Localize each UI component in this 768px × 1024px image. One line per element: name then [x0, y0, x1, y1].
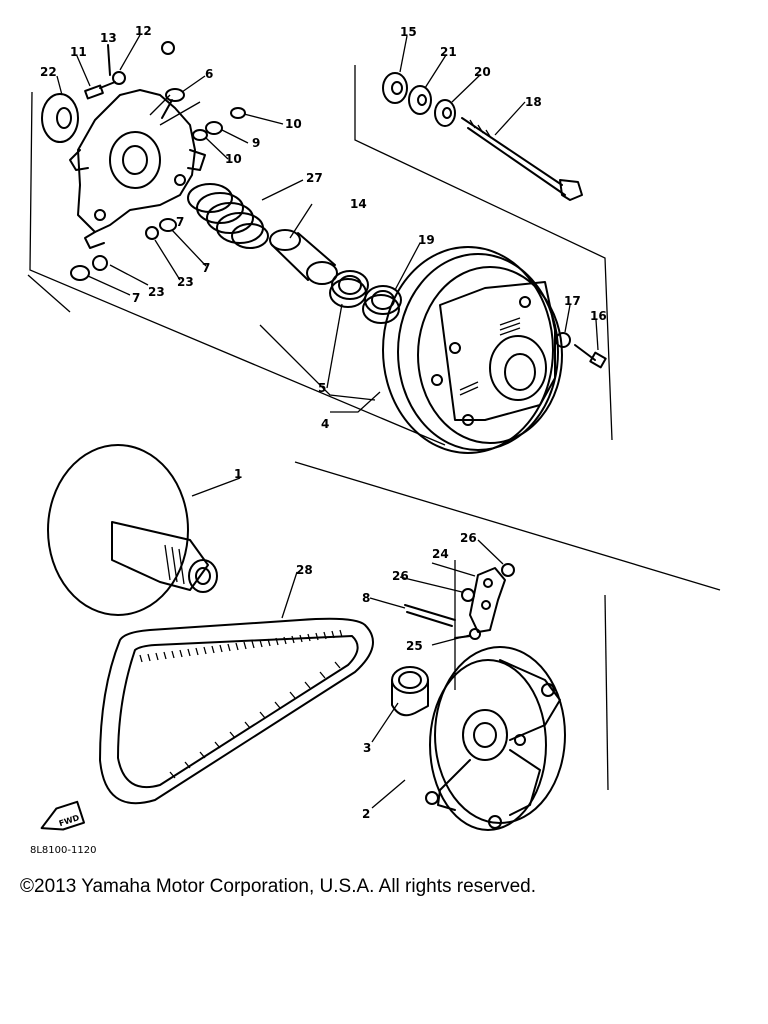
part-bushing-3 — [391, 666, 429, 717]
callout-12: 12 — [135, 24, 152, 38]
callout-23a: 23 — [177, 275, 194, 289]
callout-8: 8 — [362, 591, 370, 605]
forward-arrow-icon: FWD — [40, 800, 86, 831]
part-roller-23-7 — [70, 218, 177, 296]
callout-9: 9 — [252, 136, 260, 150]
callout-3: 3 — [363, 741, 371, 755]
callout-6: 6 — [205, 67, 213, 81]
part-bushing-19 — [362, 285, 402, 324]
assembly-boundary-lines — [27, 65, 721, 791]
forward-arrow-label: FWD — [58, 813, 81, 828]
callout-13: 13 — [100, 31, 117, 45]
callout-5: 5 — [318, 381, 326, 395]
callout-28: 28 — [296, 563, 313, 577]
part-bushing-5 — [329, 270, 369, 308]
part-pin-8 — [404, 604, 456, 627]
callout-24: 24 — [432, 547, 449, 561]
callout-18: 18 — [525, 95, 542, 109]
callout-10a: 10 — [285, 117, 302, 131]
callout-22: 22 — [40, 65, 57, 79]
part-bolt-18 — [461, 117, 583, 201]
callout-16: 16 — [590, 309, 607, 323]
callout-21: 21 — [440, 45, 457, 59]
part-nut-17 — [555, 332, 571, 348]
part-belt-28 — [99, 617, 374, 805]
callout-1: 1 — [234, 467, 242, 481]
callout-25: 25 — [406, 639, 423, 653]
part-bushing-10-9 — [192, 107, 246, 141]
callout-26a: 26 — [392, 569, 409, 583]
callout-15: 15 — [400, 25, 417, 39]
callout-14: 14 — [350, 197, 367, 211]
part-washer-20 — [434, 99, 456, 127]
callout-23b: 23 — [148, 285, 165, 299]
callout-26b: 26 — [460, 531, 477, 545]
part-bolt-6 — [161, 88, 185, 119]
callout-17: 17 — [564, 294, 581, 308]
exploded-parts-diagram: 1 2 3 4 5 6 7 7 7 8 9 10 10 11 12 13 14 … — [27, 24, 721, 856]
part-washer-15 — [382, 72, 408, 104]
callout-27: 27 — [306, 171, 323, 185]
part-washer-22 — [41, 93, 79, 143]
callout-10b: 10 — [225, 152, 242, 166]
part-bolt-16 — [574, 344, 607, 369]
part-sleeve-14 — [269, 229, 338, 285]
part-weight-24 — [469, 567, 506, 633]
callout-7a: 7 — [202, 261, 210, 275]
callout-7b: 7 — [132, 291, 140, 305]
callout-4: 4 — [321, 417, 329, 431]
part-spider-assembly — [69, 89, 206, 249]
callout-20: 20 — [474, 65, 491, 79]
part-fixed-sheave-1 — [47, 444, 218, 616]
drawing-code: 8L8100-1120 — [30, 845, 96, 856]
part-bolt-11 — [84, 81, 116, 100]
part-washer-21 — [408, 85, 432, 115]
copyright-notice: ©2013 Yamaha Motor Corporation, U.S.A. A… — [20, 876, 536, 897]
part-washer-26 — [461, 563, 515, 602]
callout-2: 2 — [362, 807, 370, 821]
part-pin-13 — [107, 44, 111, 76]
callout-labels: 1 2 3 4 5 6 7 7 7 8 9 10 10 11 12 13 14 … — [40, 24, 607, 821]
callout-11: 11 — [70, 45, 87, 59]
part-secondary-sheave-2 — [425, 646, 566, 831]
callout-19: 19 — [418, 233, 435, 247]
part-nut-12 — [112, 41, 175, 85]
leader-lines — [56, 34, 599, 809]
callout-7c: 7 — [176, 215, 184, 229]
part-spring-27 — [187, 183, 269, 249]
part-sheave-4 — [382, 246, 563, 454]
